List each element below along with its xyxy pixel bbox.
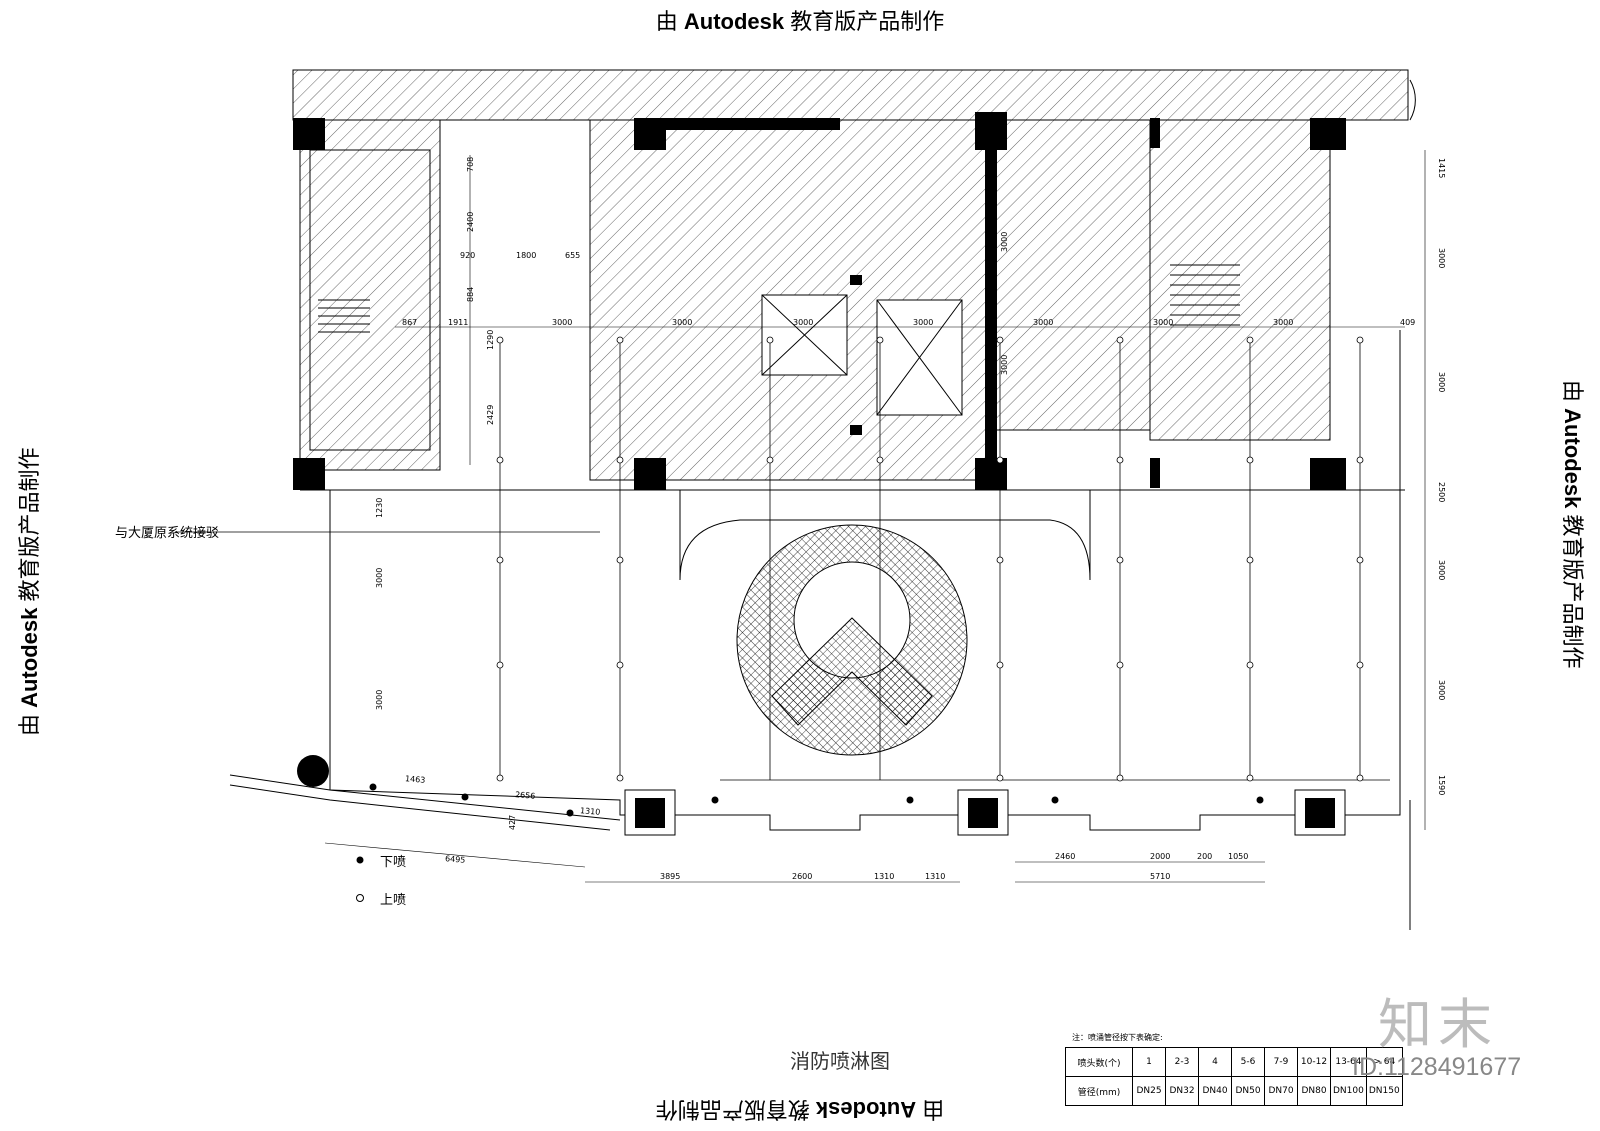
shafts-bottom: [297, 755, 1346, 836]
dim-top-8: 3000: [1153, 318, 1174, 327]
elevator-2-x: [876, 299, 963, 416]
facade-angled: [229, 774, 621, 821]
dim-top-7: 3000: [1033, 318, 1054, 327]
table-cell: 2-3: [1165, 1047, 1199, 1077]
dim-left-12: 2656: [514, 790, 536, 801]
connection-note: 与大厦原系统接驳: [115, 526, 220, 541]
watermark-logo: 知末: [1378, 993, 1498, 1056]
dim-bottom-1: 6495: [444, 854, 466, 865]
dim-left-14: 1463: [404, 774, 426, 785]
table-cell: 4: [1198, 1047, 1232, 1077]
table-cell: 10-12: [1297, 1047, 1331, 1077]
stamp-prefix: 由: [655, 9, 678, 34]
table-cell: 1: [1132, 1047, 1166, 1077]
dim-right-3: 3000: [1437, 372, 1446, 393]
legend-pendent-label: 下喷: [380, 855, 407, 870]
dim-bottom-2: 3895: [660, 872, 681, 881]
dim-bottom-10: 5710: [1150, 872, 1171, 881]
elevator-1-x: [761, 294, 848, 376]
dim-top-6: 3000: [913, 318, 934, 327]
door-swings-right: [1409, 79, 1416, 930]
circular-feature: [736, 524, 968, 756]
table-cell: > 64: [1365, 1047, 1403, 1077]
building-walls: [229, 69, 1416, 930]
dim-left-9: 1230: [375, 497, 384, 518]
table-cell: DN100: [1330, 1076, 1367, 1106]
legend-open-circle: [356, 894, 364, 902]
dim-top-2: 1911: [448, 318, 469, 327]
dim-top-4: 3000: [672, 318, 693, 327]
room-left-hatch: [299, 119, 441, 471]
core-right-hatch: [989, 119, 1151, 431]
dim-right-7: 1590: [1437, 775, 1446, 796]
stair-right-hatch: [1149, 119, 1331, 441]
dim-top-1: 867: [402, 318, 418, 327]
table-cell: 5-6: [1231, 1047, 1265, 1077]
table-cell: DN150: [1365, 1076, 1403, 1106]
dim-left-7: 1290: [486, 329, 495, 350]
dim-top-5: 3000: [793, 318, 814, 327]
dim-bottom-7: 2000: [1150, 852, 1171, 861]
dim-bottom-8: 200: [1197, 852, 1213, 861]
dim-bottom-5: 1310: [925, 872, 946, 881]
dimension-lines: [324, 150, 1426, 883]
open-area-outline: [329, 330, 1401, 831]
dim-bottom-6: 2460: [1055, 852, 1076, 861]
dim-left-13: 1310: [579, 806, 601, 817]
dim-right-5: 3000: [1437, 560, 1446, 581]
dim-left-1: 708: [466, 156, 475, 172]
structural-columns: [293, 112, 1346, 490]
stamp-top: 由 Autodesk 教育版产品制作: [0, 4, 1600, 36]
dim-bottom-3: 2600: [792, 872, 813, 881]
stair-treads-right: [1170, 264, 1240, 326]
watermark-id: ID:1128491677: [1352, 1053, 1522, 1081]
dim-right-6: 3000: [1437, 680, 1446, 701]
sprinkler-heads-pendent: [369, 783, 1264, 817]
arched-opening: [679, 490, 1091, 581]
table-row-label: 管径(mm): [1065, 1076, 1133, 1106]
dim-left-11: 3000: [375, 689, 384, 710]
dim-right-9: 3000: [1000, 354, 1009, 375]
pipe-size-table: 喷头数(个) 1 2-3 4 5-6 7-9 10-12 13-64 > 64 …: [1065, 1047, 1403, 1106]
dim-left-4: 1800: [516, 251, 537, 260]
dim-right-4: 2500: [1437, 482, 1446, 503]
dim-left-10: 3000: [375, 567, 384, 588]
dim-left-8: 2429: [486, 404, 495, 425]
stair-treads-left: [318, 299, 370, 333]
table-cell: 7-9: [1264, 1047, 1298, 1077]
dim-left-15: 427: [508, 814, 517, 830]
dim-right-8: 3000: [1000, 231, 1009, 252]
spec-table-note: 注：喷涌管径按下表确定:: [1072, 1033, 1163, 1042]
stamp-suffix: 教育版产品制作: [790, 9, 945, 34]
drawing-title: 消防喷淋图: [790, 1049, 890, 1073]
table-cell: DN50: [1231, 1076, 1265, 1106]
dim-bottom-4: 1310: [874, 872, 895, 881]
dim-top-3: 3000: [552, 318, 573, 327]
room-left: [309, 149, 431, 451]
dim-left-5: 655: [565, 251, 581, 260]
legend-upright-label: 上喷: [380, 893, 407, 908]
table-cell: DN32: [1165, 1076, 1199, 1106]
dim-top-9: 3000: [1273, 318, 1294, 327]
dim-top-11: 409: [1400, 318, 1416, 327]
table-cell: DN70: [1264, 1076, 1298, 1106]
facade-angled-inner: [229, 784, 611, 831]
table-row: 管径(mm) DN25 DN32 DN40 DN50 DN70 DN80 DN1…: [1065, 1076, 1403, 1106]
sprinkler-heads-upright: [496, 336, 1364, 782]
table-row-label: 喷头数(个): [1065, 1047, 1133, 1077]
dim-bottom-9: 1050: [1228, 852, 1249, 861]
table-cell: DN40: [1198, 1076, 1232, 1106]
stamp-brand: Autodesk: [683, 9, 785, 34]
dim-right-1: 1415: [1437, 158, 1446, 179]
dim-left-3: 920: [460, 251, 476, 260]
dim-right-2: 3000: [1437, 248, 1446, 269]
table-cell: DN25: [1132, 1076, 1166, 1106]
table-cell: DN80: [1297, 1076, 1331, 1106]
dim-left-6: 884: [466, 286, 475, 302]
dim-left-2: 2400: [466, 211, 475, 232]
legend-filled-dot: [356, 856, 364, 864]
wall-top-hatch: [292, 69, 1409, 121]
